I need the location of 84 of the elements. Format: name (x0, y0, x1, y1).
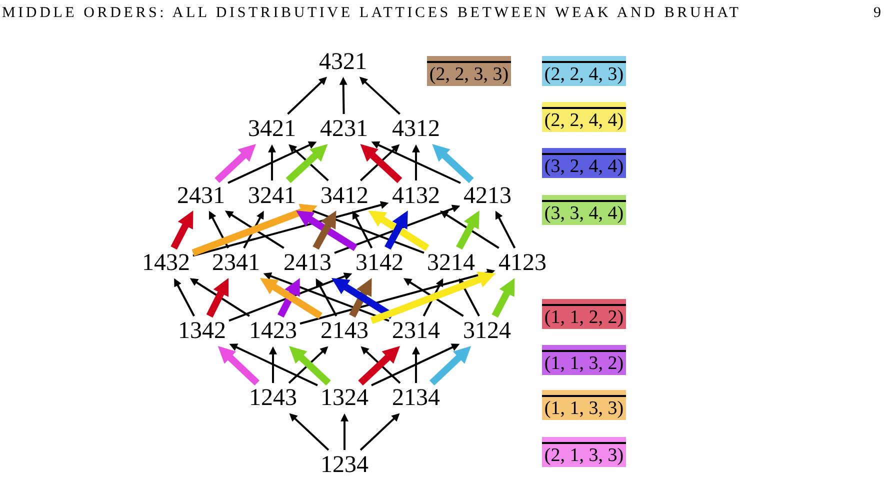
permutation-label: 4123 (498, 251, 548, 275)
thick-arrow (278, 278, 300, 318)
permutation-label: 1324 (320, 386, 370, 410)
permutation-label: 1243 (248, 386, 298, 410)
arrow (422, 278, 444, 316)
thick-arrow (214, 144, 256, 184)
permutation-label: 4132 (391, 184, 441, 208)
arrow (224, 210, 284, 249)
permutation-label: 4213 (462, 184, 512, 208)
running-head: MIDDLE ORDERS: ALL DISTRIBUTIVE LATTICES BETWEEN WEAK AND BRUHAT (2, 4, 742, 22)
thick-arrow (368, 210, 430, 251)
arrow (339, 76, 348, 114)
thick-arrow (349, 278, 372, 318)
permutation-label: 2134 (391, 386, 441, 410)
arrow (208, 210, 230, 248)
arrow (174, 278, 195, 316)
permutation-label: 2431 (176, 184, 226, 208)
legend-label: (3, 2, 4, 4) (542, 148, 626, 178)
arrow (316, 278, 338, 316)
thick-arrow (331, 278, 394, 319)
permutation-label: 2314 (391, 319, 441, 343)
legend-label: (1, 1, 3, 3) (542, 390, 626, 420)
arrow (412, 346, 420, 383)
arrow (334, 204, 460, 254)
legend-label: (1, 1, 3, 2) (542, 345, 626, 375)
arrow (228, 141, 317, 184)
legend-label: (2, 2, 4, 4) (542, 102, 626, 132)
permutation-label: 3412 (320, 184, 370, 208)
arrow (371, 141, 461, 184)
thick-arrow (456, 210, 480, 250)
permutation-label: 1432 (141, 251, 191, 275)
arrow (352, 210, 373, 248)
permutation-label: 1234 (320, 453, 370, 477)
thick-arrow (384, 210, 408, 250)
permutation-label: 4321 (318, 50, 368, 74)
permutation-label: 2143 (320, 319, 370, 343)
thick-arrow (370, 271, 496, 324)
thick-arrow (432, 144, 474, 184)
arrow (192, 201, 389, 257)
arrow (359, 76, 400, 115)
arrow (360, 413, 400, 451)
thick-arrow (296, 210, 358, 251)
permutation-label: 1342 (177, 319, 227, 343)
arrow (300, 268, 496, 325)
arrow (269, 346, 277, 383)
thick-arrow (170, 210, 194, 250)
permutation-label: 3421 (247, 117, 297, 141)
arrow (190, 278, 250, 317)
thick-arrow (206, 278, 228, 318)
permutation-label: 3214 (426, 251, 476, 275)
arrow (412, 144, 420, 180)
permutation-label: 2341 (211, 251, 261, 275)
legend-label: (2, 2, 4, 3) (542, 56, 626, 86)
thick-arrow (260, 278, 322, 319)
permutation-label: 3142 (354, 251, 404, 275)
thick-arrow (312, 210, 336, 250)
arrow (287, 76, 327, 115)
thick-arrow (430, 346, 472, 386)
permutation-label: 4231 (319, 117, 369, 141)
arrow (243, 210, 264, 248)
arrow (229, 344, 318, 386)
legend-label: (2, 1, 3, 3) (542, 437, 626, 467)
arrow (340, 413, 348, 450)
arrow (459, 278, 480, 316)
thick-arrow (492, 278, 515, 318)
legend-label: (1, 1, 2, 2) (542, 299, 626, 329)
legend-label: (3, 3, 4, 4) (542, 195, 626, 225)
arrow (263, 272, 390, 322)
arrow (228, 272, 352, 322)
arrow (268, 144, 276, 180)
permutation-label: 3124 (462, 319, 512, 343)
permutation-label: 3241 (247, 184, 297, 208)
legend-label: (2, 2, 3, 3) (427, 56, 511, 86)
arrow (403, 278, 464, 317)
arrow (440, 210, 500, 249)
thick-arrow (192, 204, 318, 256)
permutation-label: 2413 (282, 251, 332, 275)
permutation-label: 4312 (391, 117, 441, 141)
page-number: 9 (874, 4, 881, 22)
permutation-label: 1423 (248, 319, 298, 343)
thick-arrow (218, 346, 260, 386)
arrow (495, 210, 516, 248)
arrow (371, 344, 460, 386)
arrow (289, 413, 330, 451)
